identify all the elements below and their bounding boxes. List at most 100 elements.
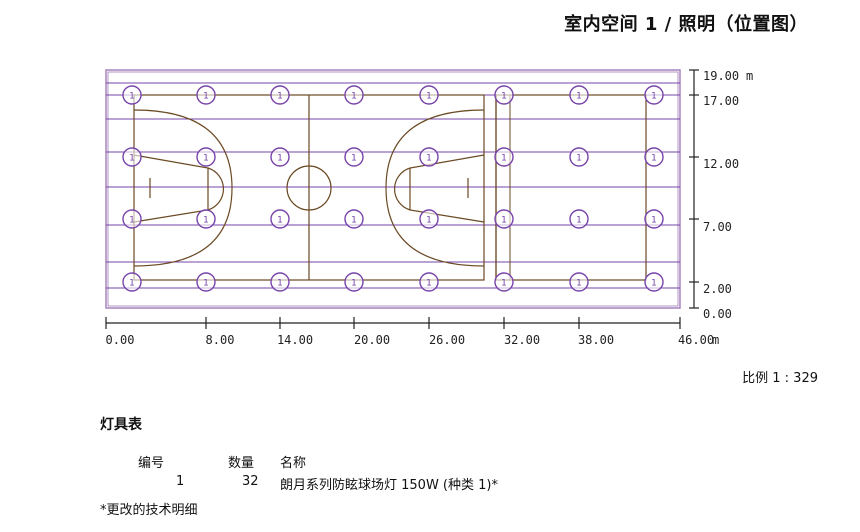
luminaire-label: 1 [277,279,283,289]
luminaire-label: 1 [129,92,135,102]
luminaire-label: 1 [501,92,507,102]
scale-label: 比例 1 : 329 [742,371,818,386]
luminaire-icon [344,209,364,229]
cell-number: 1 [176,474,185,489]
luminaire-label: 1 [203,216,209,226]
cell-name: 朗月系列防眩球场灯 150W (种类 1)* [280,478,498,493]
luminaire-icon [644,147,664,167]
luminaire-icon [419,85,439,105]
luminaire-icon [644,85,664,105]
luminaire-icon [494,85,514,105]
page-title: 室内空间 1 / 照明（位置图） [564,14,808,35]
x-tick-label: 0.00 [106,333,135,347]
y-tick-label: 17.00 [703,94,739,108]
luminaire-label: 1 [129,279,135,289]
luminaire-icon [270,147,290,167]
luminaire-label: 1 [351,216,357,226]
luminaire-label: 1 [351,279,357,289]
x-tick-label: 14.00 [277,333,313,347]
x-tick-label: 26.00 [429,333,465,347]
luminaire-icon [419,209,439,229]
x-tick-label: 32.00 [504,333,540,347]
center-circle [286,165,332,211]
luminaire-icon [196,209,216,229]
luminaire-icon [270,85,290,105]
luminaire-icon [344,85,364,105]
lighting-plan: 1 1 1 1 1 1 1 1 1 1 1 1 1 1 1 1 1 1 1 1 1 1 1 1 1 1 1 1 1 1 1 1 0.00 8.00… [105,69,753,347]
luminaire-label: 1 [426,92,432,102]
luminaire-label: 1 [426,216,432,226]
three-point-arc-left [133,109,233,267]
luminaire-label: 1 [501,154,507,164]
luminaire-label: 1 [651,92,657,102]
luminaire-icon [569,209,589,229]
luminaire-label: 1 [651,154,657,164]
legend-title: 灯具表 [100,417,142,433]
luminaire-icon [122,209,142,229]
luminaire-label: 1 [203,154,209,164]
luminaire-label: 1 [501,279,507,289]
three-point-arc-right [385,109,485,267]
free-throw-lane-right [409,154,485,223]
luminaire-icon [122,147,142,167]
luminaire-icon [344,272,364,292]
luminaire-label: 1 [576,279,582,289]
x-tick-label: 20.00 [354,333,390,347]
free-throw-arc-left [207,167,224,211]
cell-quantity: 32 [242,474,259,489]
luminaire-icon [196,85,216,105]
luminaire-label: 1 [576,216,582,226]
x-tick-label: 38.00 [578,333,614,347]
luminaire-label: 1 [277,216,283,226]
free-throw-arc-right [394,167,411,211]
luminaire-label: 1 [426,279,432,289]
y-tick-label: 7.00 [703,220,732,234]
luminaire-icon [122,272,142,292]
luminaire-icon [196,272,216,292]
luminaire-label: 1 [129,216,135,226]
luminaire-icon [270,209,290,229]
luminaire-label: 1 [501,216,507,226]
luminaire-icon [344,147,364,167]
luminaire-icon [494,209,514,229]
x-tick-label: 46.00 [678,333,714,347]
x-tick-label: 8.00 [206,333,235,347]
plan-frame-inner [107,71,679,307]
luminaire-label: 1 [351,154,357,164]
free-throw-lane-left [133,154,209,223]
header-quantity: 数量 [228,456,255,471]
luminaire-icon [569,147,589,167]
luminaire-label: 1 [277,92,283,102]
luminaire-icon [494,147,514,167]
luminaire-icon [644,272,664,292]
y-axis-unit: m [746,69,753,83]
luminaire-label: 1 [351,92,357,102]
luminaire-label: 1 [129,154,135,164]
y-tick-label: 2.00 [703,282,732,296]
luminaire-icon [196,147,216,167]
header-name: 名称 [280,456,307,471]
header-number: 编号 [138,456,165,471]
luminaire-label: 1 [651,216,657,226]
luminaire-label: 1 [576,92,582,102]
luminaire-label: 1 [426,154,432,164]
luminaire-icon [569,85,589,105]
luminaire-icon [122,85,142,105]
luminaire-icon [270,272,290,292]
luminaire-label: 1 [651,279,657,289]
plan-frame [105,69,681,309]
y-tick-label: 0.00 [703,307,732,321]
luminaire-icon [644,209,664,229]
luminaire-icon [494,272,514,292]
x-axis-unit: m [712,333,719,347]
luminaire-label: 1 [203,92,209,102]
luminaire-label: 1 [277,154,283,164]
y-tick-label: 19.00 [703,69,739,83]
y-tick-label: 12.00 [703,157,739,171]
luminaire-icon [419,147,439,167]
luminaire-icon [569,272,589,292]
footnote: *更改的技术明细 [100,503,198,518]
luminaire-icon [419,272,439,292]
luminaire-label: 1 [576,154,582,164]
luminaire-label: 1 [203,279,209,289]
